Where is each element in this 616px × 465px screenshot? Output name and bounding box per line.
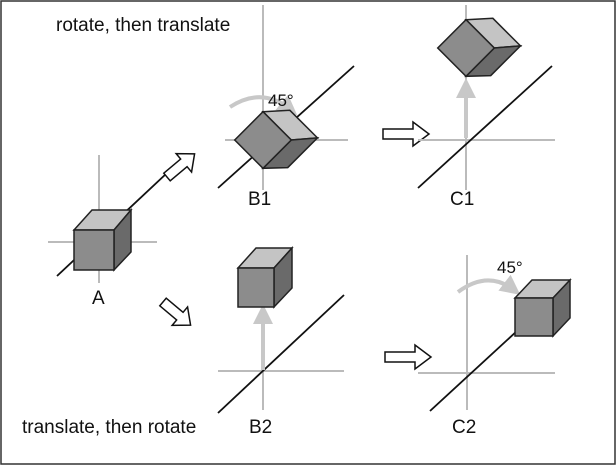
cube-a (72, 207, 133, 272)
label-c1: C1 (450, 189, 474, 210)
panel-b1: 45° B1 (217, 5, 355, 210)
diagonal-axis (417, 65, 553, 189)
angle-label-b1: 45° (268, 91, 294, 110)
arrow-to-b1 (162, 152, 196, 182)
rotation-arrow (228, 94, 298, 116)
panel-c2: 45° C2 (418, 255, 572, 438)
arrow-to-c2 (384, 343, 433, 371)
cube-b1 (233, 109, 320, 170)
panel-a: A (48, 155, 168, 309)
label-a: A (92, 288, 105, 309)
cube-c2 (513, 278, 572, 338)
diagonal-axis (217, 294, 345, 414)
arrow-to-c1 (382, 120, 431, 148)
panel-b2: B2 (217, 246, 345, 438)
caption-top: rotate, then translate (56, 15, 230, 36)
label-c2: C2 (452, 417, 476, 438)
rotation-arrow (456, 274, 521, 295)
label-b2: B2 (249, 417, 272, 438)
cube-b2 (236, 246, 294, 309)
panel-c1: C1 (417, 5, 555, 210)
cube-c1 (436, 17, 523, 78)
caption-bottom: translate, then rotate (22, 417, 196, 438)
arrow-to-b2 (158, 297, 192, 327)
label-b1: B1 (248, 189, 271, 210)
angle-label-c2: 45° (497, 258, 523, 277)
